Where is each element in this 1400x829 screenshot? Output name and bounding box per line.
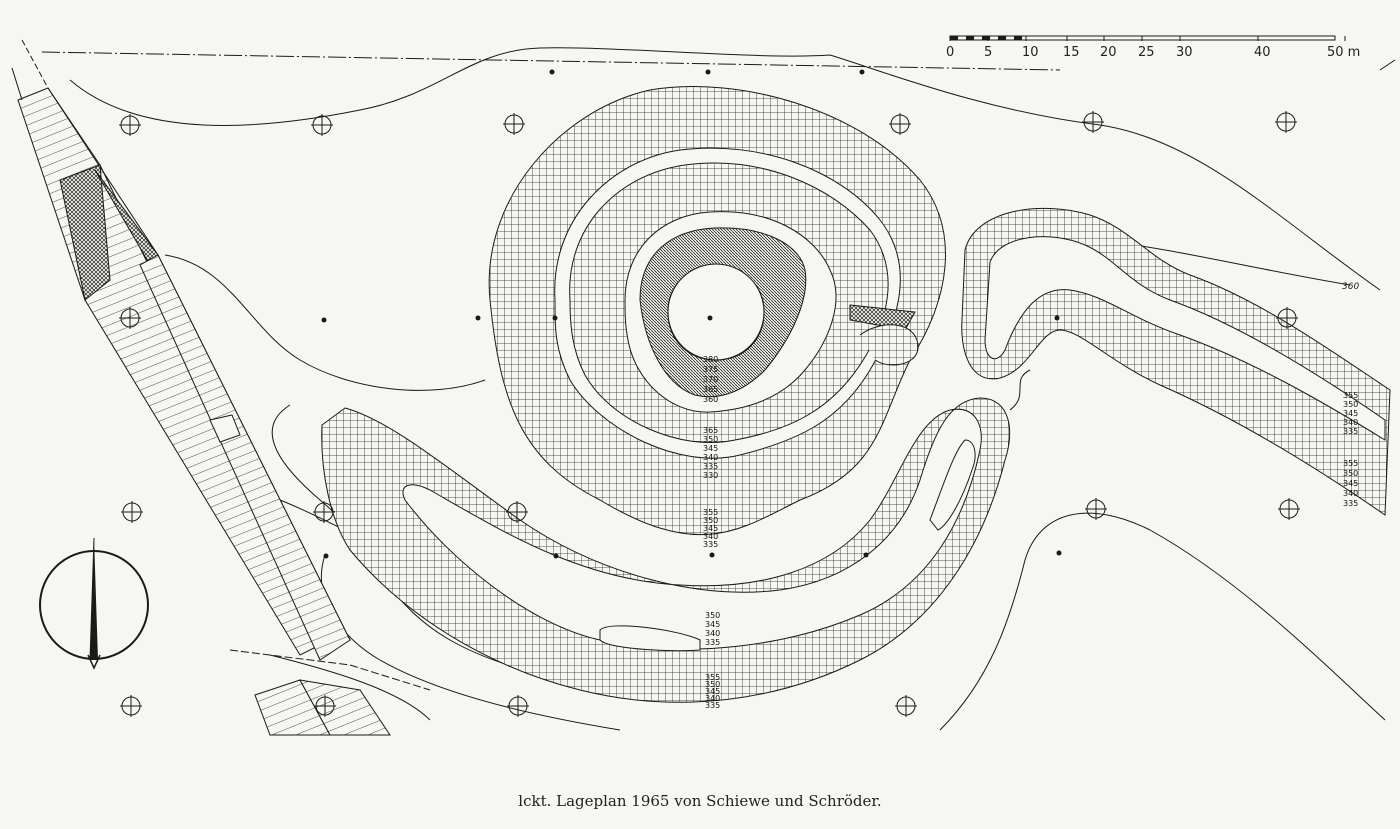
svg-text:340: 340 xyxy=(705,629,720,638)
svg-text:355: 355 xyxy=(705,673,720,682)
east-path-labels: 355 350 345 340 335 xyxy=(1343,391,1358,436)
svg-text:335: 335 xyxy=(703,540,718,549)
svg-text:360: 360 xyxy=(703,395,718,404)
scale-tick-label: 10 xyxy=(1022,45,1039,60)
survey-cross-icon xyxy=(121,501,143,523)
survey-dot-icon xyxy=(859,69,865,75)
ring-south-labels: 365 350 345 340 335 330 xyxy=(703,426,718,480)
svg-text:345: 345 xyxy=(705,687,720,696)
svg-text:365: 365 xyxy=(703,426,718,435)
ring-south-lower-labels: 355 350 345 340 335 xyxy=(703,508,718,549)
survey-cross-icon xyxy=(503,113,525,135)
contour-labels: 380 375 370 365 360 365 350 345 340 335 … xyxy=(703,282,1359,710)
svg-text:345: 345 xyxy=(703,524,718,533)
survey-cross-icon xyxy=(1275,111,1297,133)
summit-labels: 380 375 370 365 360 xyxy=(703,355,718,404)
survey-cross-icon xyxy=(119,114,141,136)
svg-text:350: 350 xyxy=(1343,400,1358,409)
scale-tick-label: 5 xyxy=(984,45,992,60)
south-arc-terraces xyxy=(321,397,1011,703)
survey-crosses xyxy=(119,111,1300,717)
survey-dot-icon xyxy=(553,553,559,559)
scale-tick-label: 20 xyxy=(1100,45,1117,60)
scale-tick-label: 50 m xyxy=(1327,45,1360,60)
scale-tick-label: 30 xyxy=(1176,45,1193,60)
svg-text:365: 365 xyxy=(703,385,718,394)
svg-text:380: 380 xyxy=(703,355,718,364)
svg-text:345: 345 xyxy=(703,444,718,453)
svg-text:370: 370 xyxy=(703,375,718,384)
survey-cross-icon xyxy=(507,695,529,717)
scale-bar: 0 5 10 15 20 25 30 40 50 m xyxy=(946,35,1360,60)
svg-text:350: 350 xyxy=(705,680,720,689)
svg-text:340: 340 xyxy=(1343,418,1358,427)
survey-cross-icon xyxy=(1278,498,1300,520)
svg-text:350: 350 xyxy=(1343,469,1358,478)
svg-text:350: 350 xyxy=(703,516,718,525)
survey-dot-icon xyxy=(863,552,869,558)
survey-dot-icon xyxy=(1056,550,1062,556)
survey-dot-icon xyxy=(552,315,558,321)
svg-text:345: 345 xyxy=(705,620,720,629)
svg-text:335: 335 xyxy=(705,638,720,647)
survey-dot-icon xyxy=(475,315,481,321)
survey-dot-icon xyxy=(705,69,711,75)
svg-text:355: 355 xyxy=(1343,459,1358,468)
top-boundary xyxy=(41,47,1396,291)
svg-text:375: 375 xyxy=(703,365,718,374)
survey-cross-icon xyxy=(895,695,917,717)
scale-tick-label: 25 xyxy=(1138,45,1155,60)
figure-caption: lckt. Lageplan 1965 von Schiewe und Schr… xyxy=(518,792,882,810)
svg-text:335: 335 xyxy=(705,701,720,710)
survey-cross-icon xyxy=(120,695,142,717)
survey-dot-icon xyxy=(321,317,327,323)
svg-text:345: 345 xyxy=(1343,479,1358,488)
svg-text:355: 355 xyxy=(1343,391,1358,400)
scale-tick-label: 0 xyxy=(946,45,954,60)
svg-text:335: 335 xyxy=(1343,499,1358,508)
svg-text:355: 355 xyxy=(703,508,718,517)
survey-cross-icon xyxy=(313,501,335,523)
survey-dot-icon xyxy=(707,315,713,321)
north-arrow-icon xyxy=(39,537,149,670)
survey-cross-icon xyxy=(506,501,528,523)
svg-text:340: 340 xyxy=(703,453,718,462)
svg-text:330: 330 xyxy=(703,471,718,480)
svg-text:335: 335 xyxy=(703,462,718,471)
survey-cross-icon xyxy=(119,307,141,329)
svg-text:350: 350 xyxy=(703,435,718,444)
svg-text:345: 345 xyxy=(1343,409,1358,418)
survey-dot-icon xyxy=(709,552,715,558)
svg-text:340: 340 xyxy=(703,532,718,541)
survey-dot-icon xyxy=(1054,315,1060,321)
survey-cross-icon xyxy=(314,695,336,717)
survey-cross-icon xyxy=(1276,307,1298,329)
survey-dot-icon xyxy=(549,69,555,75)
survey-cross-icon xyxy=(1085,498,1107,520)
survey-cross-icon xyxy=(1082,111,1104,133)
svg-text:340: 340 xyxy=(1343,489,1358,498)
arc-outer-labels: 355 350 345 340 335 xyxy=(705,673,720,710)
arc-inner-labels: 350 345 340 335 xyxy=(705,611,720,647)
svg-text:350: 350 xyxy=(705,611,720,620)
survey-cross-icon xyxy=(889,113,911,135)
svg-text:335: 335 xyxy=(1343,427,1358,436)
survey-dot-icon xyxy=(323,553,329,559)
survey-cross-icon xyxy=(311,114,333,136)
edge-contour-label: 360 xyxy=(1342,282,1359,292)
east-serpentine-path xyxy=(961,207,1391,516)
west-staircase xyxy=(11,39,431,736)
survey-dots xyxy=(321,69,1062,559)
east-path-lower-labels: 355 350 345 340 335 xyxy=(1343,459,1358,508)
svg-text:340: 340 xyxy=(705,694,720,703)
hill-terraces xyxy=(488,86,946,536)
scale-tick-label: 15 xyxy=(1063,45,1080,60)
scale-tick-label: 40 xyxy=(1254,45,1271,60)
